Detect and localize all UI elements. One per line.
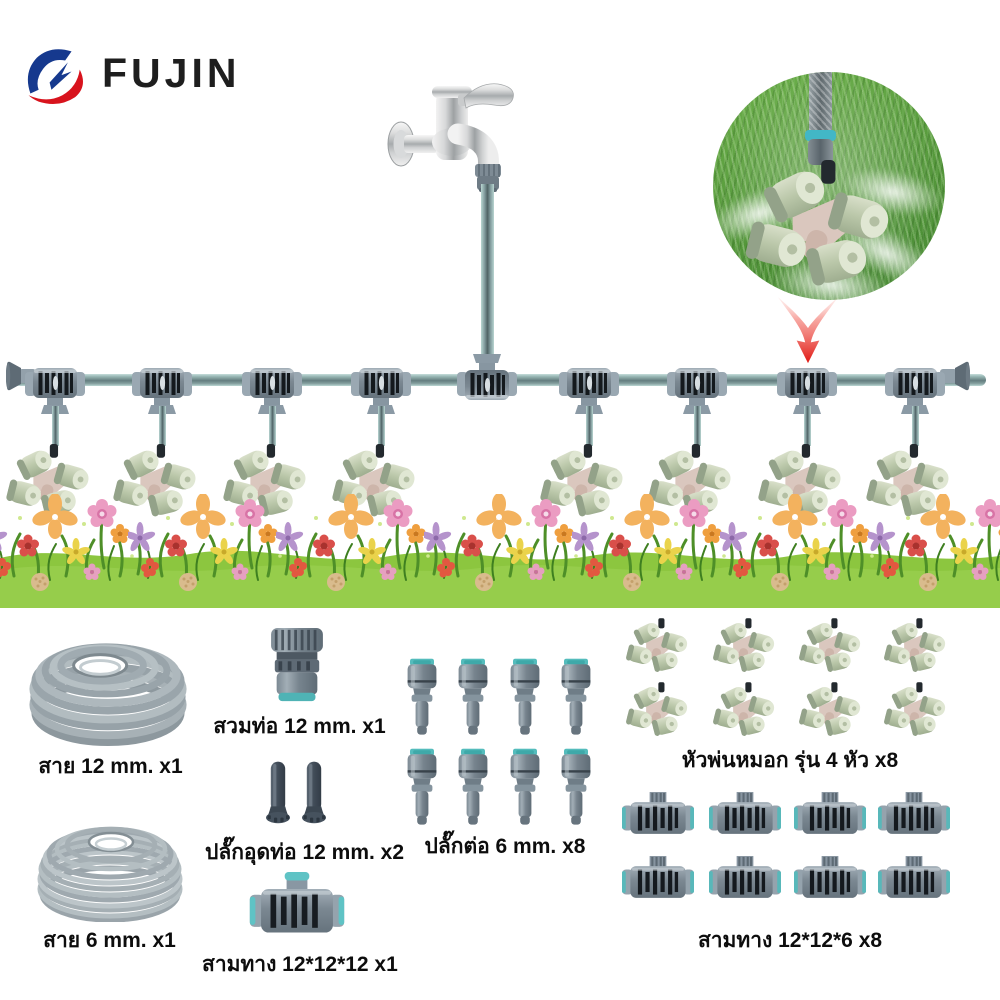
fujin-logo-icon (27, 49, 83, 105)
pipe-plug-12mm (266, 758, 290, 826)
faucet-down-pipe (481, 184, 494, 356)
tee-12-12-6 (878, 856, 950, 908)
tee-12-12-6 (709, 792, 781, 844)
mist-head-part (710, 618, 778, 674)
connector-6mm (457, 658, 489, 736)
tee-12-12-6 (622, 792, 694, 844)
drop-line (586, 406, 593, 446)
mist-head-part (623, 682, 691, 738)
tee-12-12-6 (878, 792, 950, 844)
mist-head-part (710, 682, 778, 738)
connector-6mm (457, 748, 489, 826)
mist-head-part (623, 618, 691, 674)
flower-grass-border (0, 494, 1000, 608)
hose-coil-12mm (26, 636, 190, 746)
part-label-mist-head: หัวพ่นหมอก รุ่น 4 หัว x8 (681, 749, 899, 772)
tee-12-12-12 (249, 872, 345, 942)
drop-line (159, 406, 166, 446)
drop-line (52, 406, 59, 446)
mist-head-part (796, 682, 864, 738)
connector-6mm (560, 748, 592, 826)
part-label-connector-6: ปลั๊กต่อ 6 mm. x8 (424, 835, 586, 858)
part-label-hose-12: สาย 12 mm. x1 (38, 755, 183, 778)
mist-head-part (881, 682, 949, 738)
faucet-illustration (387, 83, 514, 192)
inset-supply-pipe (809, 72, 832, 138)
tee-12-12-6 (794, 792, 866, 844)
mist-head-photo (738, 160, 898, 290)
mist-head-part (796, 618, 864, 674)
brand-name: FUJIN (102, 50, 241, 96)
tee-12-12-6 (794, 856, 866, 908)
connector-6mm (406, 748, 438, 826)
connector-6mm (509, 748, 541, 826)
drop-line (378, 406, 385, 446)
part-label-plug-12: ปลั๊กอุดท่อ 12 mm. x2 (205, 841, 405, 864)
connector-6mm (560, 658, 592, 736)
drop-line (269, 406, 276, 446)
red-down-arrow-icon (777, 297, 839, 364)
inset-teal-ring (805, 130, 836, 141)
faucet-tee-connector (457, 352, 517, 416)
mist-head-part (881, 618, 949, 674)
tee-12-12-6 (622, 856, 694, 908)
pipe-plug-12mm (302, 758, 326, 826)
connector-6mm (509, 658, 541, 736)
connector-6mm (406, 658, 438, 736)
mist-sprinkler-photo (713, 72, 945, 300)
drop-line (804, 406, 811, 446)
part-label-tee-12-12-6: สามทาง 12*12*6 x8 (697, 929, 883, 952)
drop-line (912, 406, 919, 446)
part-label-adapter-12: สวมท่อ 12 mm. x1 (213, 715, 386, 738)
pipe-adapter-12mm (265, 628, 329, 702)
part-label-hose-6: สาย 6 mm. x1 (43, 929, 176, 952)
hose-coil-6mm (34, 810, 186, 922)
tee-12-12-6 (709, 856, 781, 908)
drop-line (694, 406, 701, 446)
part-label-tee-12-12-12: สามทาง 12*12*12 x1 (202, 953, 398, 976)
